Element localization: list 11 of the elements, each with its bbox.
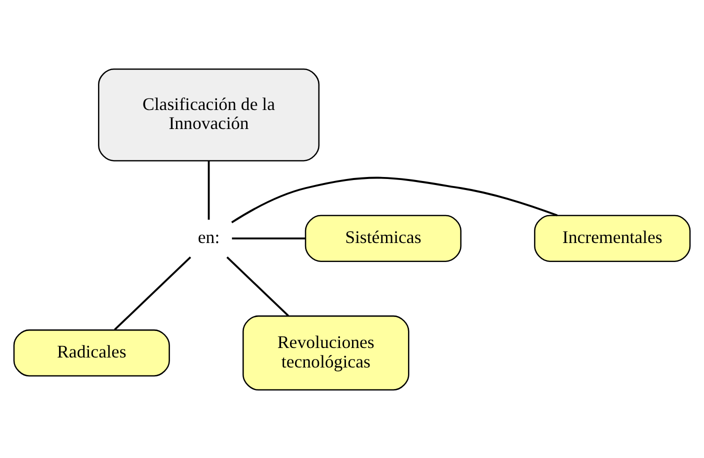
node-box: Clasificación de la Innovación (98, 68, 320, 161)
connector (232, 236, 306, 239)
node-text: en: (198, 226, 220, 247)
node-box: Radicales (13, 328, 170, 376)
node-box: Sistémicas (304, 214, 462, 262)
node-box: Incrementales (534, 214, 691, 262)
connector (231, 176, 558, 223)
connector (208, 160, 210, 220)
connector (114, 256, 192, 330)
connector (226, 256, 290, 316)
node-box: Revoluciones tecnológicas (242, 314, 410, 390)
